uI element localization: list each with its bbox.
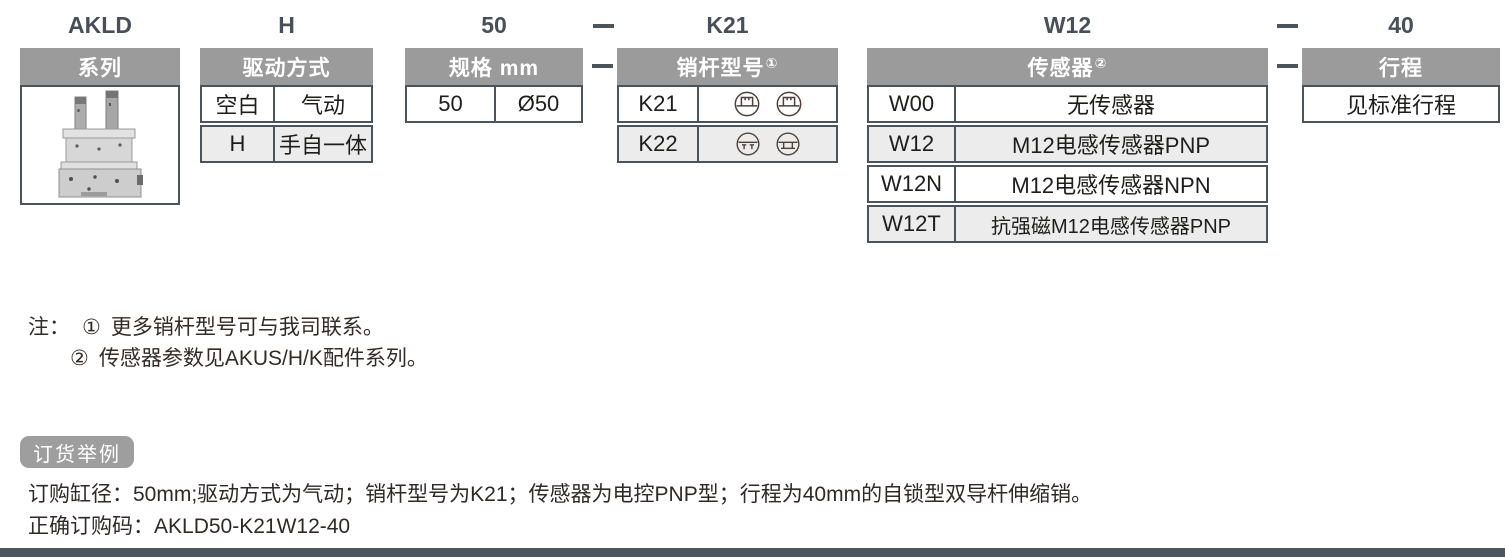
- sensor-code: W00: [869, 87, 956, 121]
- note-ref-1: ①: [765, 54, 779, 71]
- ordering-example-description: 订购缸径：50mm;驱动方式为气动；销杆型号为K21；传感器为电控PNP型；行程…: [28, 483, 1093, 506]
- drive-desc: 气动: [300, 93, 345, 118]
- drive-desc: 手自一体: [278, 133, 367, 158]
- sensor-desc: M12电感传感器PNP: [1011, 133, 1211, 158]
- code-sensor: W12: [1043, 12, 1092, 38]
- series-product-image: [20, 85, 180, 205]
- pneumatic-cylinder-illustration: [58, 90, 143, 198]
- note-line-1: 注： ① 更多销杆型号可与我司联系。: [28, 312, 428, 343]
- pin-tip-round-pair-icon: [699, 87, 836, 121]
- code-dash-icon: [593, 24, 614, 28]
- sensor-desc: 抗强磁M12电感传感器PNP: [990, 215, 1232, 238]
- pin-code: K22: [619, 127, 699, 161]
- table-row: K21: [617, 85, 838, 123]
- bore-header: 规格 mm: [405, 48, 583, 85]
- table-row: W12T 抗强磁M12电感传感器PNP: [867, 205, 1268, 243]
- drive-column: 驱动方式 空白 气动 H 手自一体: [200, 48, 373, 163]
- header-dash-icon: [592, 64, 613, 68]
- sensor-code: W12N: [869, 167, 956, 201]
- sensor-desc: 无传感器: [1066, 93, 1155, 118]
- table-row: 空白 气动: [200, 85, 373, 123]
- bore-desc: Ø50: [517, 91, 560, 116]
- stroke-header: 行程: [1302, 48, 1500, 85]
- code-pin: K21: [706, 12, 749, 38]
- bore-code: 50: [407, 87, 496, 121]
- pin-header-label: 销杆型号: [676, 56, 765, 80]
- pin-code: K21: [619, 87, 699, 121]
- table-row: W00 无传感器: [867, 85, 1268, 123]
- table-row: H 手自一体: [200, 125, 373, 163]
- header-dash-icon: [1277, 64, 1298, 68]
- note-ref-2: ②: [1094, 54, 1108, 71]
- table-row: W12N M12电感传感器NPN: [867, 165, 1268, 203]
- ordering-example-badge: 订货举例: [20, 436, 134, 468]
- table-row: W12 M12电感传感器PNP: [867, 125, 1268, 163]
- notes-block: 注： ① 更多销杆型号可与我司联系。 ② 传感器参数见AKUS/H/K配件系列。: [28, 312, 428, 374]
- stroke-value: 见标准行程: [1345, 93, 1456, 118]
- stroke-column: 行程 见标准行程: [1302, 48, 1500, 123]
- sensor-code: W12T: [869, 207, 956, 241]
- table-row: 50 Ø50: [405, 85, 583, 123]
- code-drive: H: [278, 12, 295, 38]
- sensor-header-label: 传感器: [1027, 56, 1094, 80]
- code-series: AKLD: [68, 12, 132, 38]
- sensor-desc: M12电感传感器NPN: [1011, 173, 1211, 198]
- table-row: K22: [617, 125, 838, 163]
- series-header: 系列: [20, 48, 180, 85]
- table-row: 见标准行程: [1302, 85, 1500, 123]
- ordering-example-code: 正确订购码：AKLD50-K21W12-40: [28, 515, 351, 538]
- sensor-code: W12: [869, 127, 956, 161]
- note-text-1: 更多销杆型号可与我司联系。: [110, 316, 384, 339]
- code-stroke: 40: [1388, 12, 1414, 38]
- series-column: 系列: [20, 48, 180, 205]
- drive-header: 驱动方式: [200, 48, 373, 85]
- code-dash-icon: [1277, 24, 1298, 28]
- bottom-divider-bar: [0, 548, 1505, 557]
- drive-code: H: [202, 127, 275, 161]
- note-prefix: 注：: [28, 316, 70, 339]
- bore-column: 规格 mm 50 Ø50: [405, 48, 583, 123]
- note-line-2: ② 传感器参数见AKUS/H/K配件系列。: [68, 343, 428, 374]
- note-marker-2: ②: [70, 347, 89, 370]
- note-text-2: 传感器参数见AKUS/H/K配件系列。: [98, 347, 428, 370]
- drive-code: 空白: [202, 87, 275, 121]
- pin-tip-flat-pair-icon: [699, 127, 836, 161]
- note-marker-1: ①: [82, 316, 101, 339]
- code-bore: 50: [481, 12, 507, 38]
